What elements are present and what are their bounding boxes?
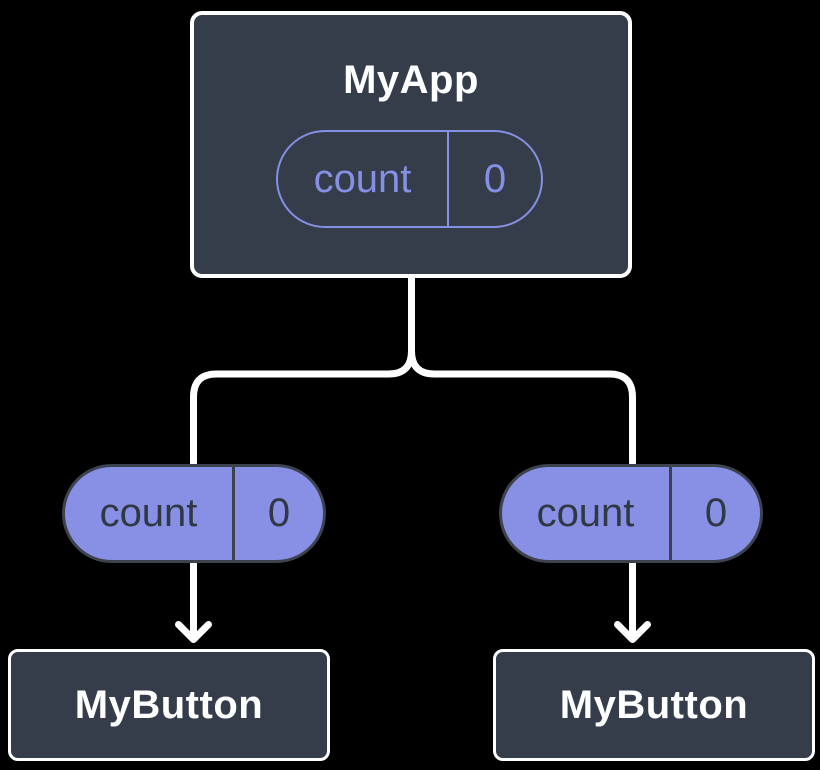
arrow-down-icon-right: [614, 621, 651, 643]
fork-line-left: [190, 272, 415, 467]
prop-pill-left: count 0: [62, 464, 326, 563]
prop-pill-right-key: count: [502, 467, 672, 560]
root-component-node: MyApp count 0: [190, 11, 632, 278]
prop-pill-right-value: 0: [704, 491, 728, 535]
child-component-node-left: MyButton: [8, 649, 330, 761]
prop-pill-left-key: count: [65, 467, 235, 560]
prop-pill-left-value: 0: [267, 491, 291, 535]
child-component-node-right: MyButton: [493, 649, 815, 761]
child-component-title-left: MyButton: [74, 683, 264, 727]
prop-pill-right: count 0: [499, 464, 763, 563]
arrow-down-icon-left: [175, 621, 212, 643]
state-pill-value: 0: [483, 156, 507, 201]
state-pill-key: count: [278, 132, 449, 226]
root-component-title: MyApp: [343, 58, 479, 102]
child-component-title-right: MyButton: [559, 683, 749, 727]
state-pill: count 0: [276, 130, 543, 228]
fork-line-right: [408, 272, 636, 467]
